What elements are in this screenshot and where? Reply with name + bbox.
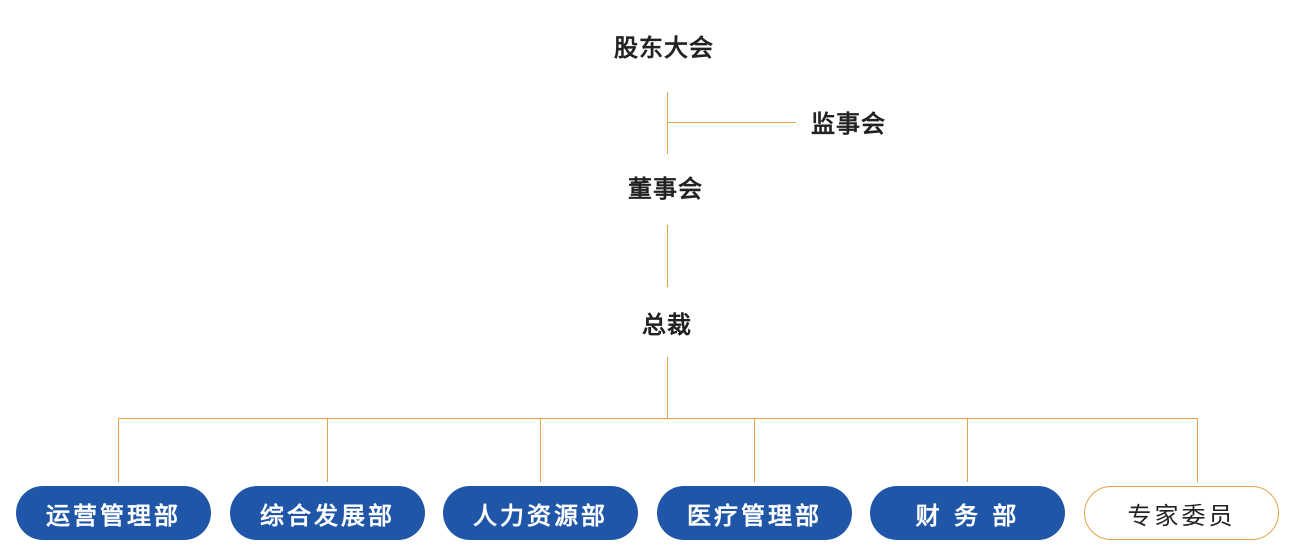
drop-line-dept-4 — [754, 418, 755, 482]
dept-medical-management[interactable]: 医疗管理部 — [657, 486, 852, 540]
connector-president-bus — [667, 357, 668, 419]
dept-finance[interactable]: 财 务 部 — [870, 486, 1065, 540]
drop-line-dept-2 — [327, 418, 328, 482]
dept-human-resources[interactable]: 人力资源部 — [443, 486, 638, 540]
department-bus-line — [118, 418, 1198, 419]
shareholders-meeting-label: 股东大会 — [614, 34, 714, 62]
dept-operations-management[interactable]: 运营管理部 — [16, 486, 211, 540]
drop-line-dept-6 — [1197, 418, 1198, 482]
dept-comprehensive-development[interactable]: 综合发展部 — [230, 486, 425, 540]
dept-expert-committee[interactable]: 专家委员 — [1084, 486, 1279, 540]
board-of-directors-label: 董事会 — [628, 175, 703, 203]
drop-line-dept-5 — [967, 418, 968, 482]
supervisory-board-label: 监事会 — [811, 110, 886, 138]
president-label: 总裁 — [642, 311, 692, 339]
connector-shareholders-board — [667, 92, 668, 154]
connector-supervisory — [667, 122, 796, 123]
drop-line-dept-1 — [118, 418, 119, 482]
drop-line-dept-3 — [540, 418, 541, 482]
connector-board-president — [667, 225, 668, 287]
